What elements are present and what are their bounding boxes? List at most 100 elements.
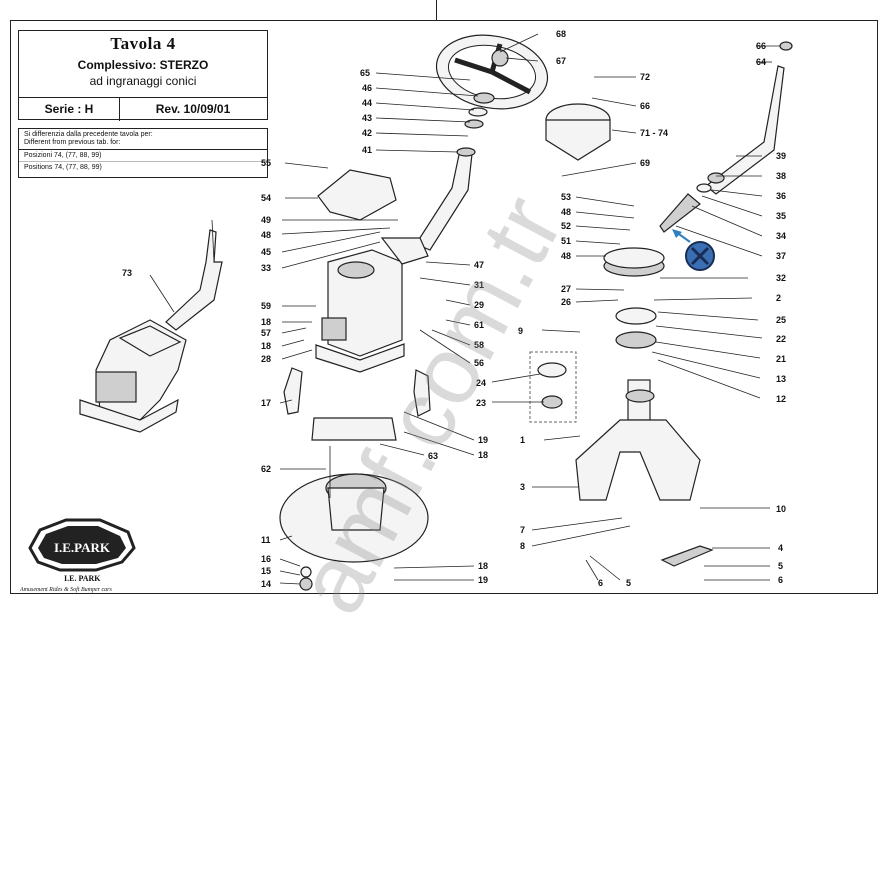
label-18: 18 xyxy=(478,450,488,460)
bumper-bottom xyxy=(311,417,397,441)
label-28: 28 xyxy=(261,354,271,364)
title-block: Tavola 4 Complessivo: STERZO ad ingranag… xyxy=(18,30,268,121)
label-63: 63 xyxy=(428,451,438,461)
part-number-labels: 55 54 49 48 45 33 59 18 57 18 28 17 62 1… xyxy=(122,29,786,589)
label-53: 53 xyxy=(561,192,571,202)
label-57: 57 xyxy=(261,328,271,338)
notes-line-it: Posizioni 74, (77, 88, 99) xyxy=(19,150,267,162)
label-47: 47 xyxy=(474,260,484,270)
steering-column-assembly-73 xyxy=(79,219,223,433)
label-56: 56 xyxy=(474,358,484,368)
label-73: 73 xyxy=(122,268,132,278)
label-59: 59 xyxy=(261,301,271,311)
steering-wheel xyxy=(435,34,549,110)
label-36: 36 xyxy=(776,191,786,201)
logo-badge-text: I.E.PARK xyxy=(54,540,111,555)
label-3: 3 xyxy=(520,482,525,492)
label-65: 65 xyxy=(360,68,370,78)
base-plate-11 xyxy=(279,446,429,563)
label-48: 48 xyxy=(261,230,271,240)
label-45: 45 xyxy=(261,247,271,257)
label-35: 35 xyxy=(776,211,786,221)
label-67: 67 xyxy=(556,56,566,66)
label-21: 21 xyxy=(776,354,786,364)
label-19: 19 xyxy=(478,435,488,445)
label-16: 16 xyxy=(261,554,271,564)
label-12: 12 xyxy=(776,394,786,404)
label-6: 6 xyxy=(598,578,603,588)
label-13: 13 xyxy=(776,374,786,384)
label-2: 2 xyxy=(776,293,781,303)
series-label: Serie : H xyxy=(19,98,120,121)
revision-label: Rev. 10/09/01 xyxy=(155,102,231,116)
label-26: 26 xyxy=(561,297,571,307)
label-33: 33 xyxy=(261,263,271,273)
label-58: 58 xyxy=(474,340,484,350)
leader-lines xyxy=(149,33,780,585)
label-48: 48 xyxy=(561,207,571,217)
label-10: 10 xyxy=(776,504,786,514)
label-19: 19 xyxy=(478,575,488,585)
logo-tagline: Amusement Rides & Soft Bumper cars xyxy=(19,586,112,593)
bevel-gear-stack xyxy=(545,103,665,421)
label-42: 42 xyxy=(362,128,372,138)
table-title: Tavola 4 xyxy=(110,34,176,53)
label-22: 22 xyxy=(776,334,786,344)
label-14: 14 xyxy=(261,579,271,589)
bumper-right xyxy=(413,369,431,417)
plate-4 xyxy=(660,545,714,567)
steering-tube xyxy=(415,92,495,251)
label-4: 4 xyxy=(778,543,783,553)
assembly-name: Complessivo: STERZO xyxy=(77,58,209,72)
bearing-24 xyxy=(537,362,567,378)
label-51: 51 xyxy=(561,236,571,246)
revision-notes: Si differenzia dalla precedente tavola p… xyxy=(18,128,268,178)
label-55: 55 xyxy=(261,158,271,168)
label-46: 46 xyxy=(362,83,372,93)
company-logo: I.E.PARK I.E. PARK Amusement Rides & Sof… xyxy=(19,518,136,593)
notes-line-en: Positions 74, (77, 88, 99) xyxy=(24,164,102,171)
notes-header: Si differenzia dalla precedente tavola p… xyxy=(19,129,267,150)
cover-plate-54 xyxy=(317,169,397,221)
gear-housing xyxy=(315,237,429,373)
label-72: 72 xyxy=(640,72,650,82)
label-52: 52 xyxy=(561,221,571,231)
label-37: 37 xyxy=(776,251,786,261)
fork-bracket-1 xyxy=(575,419,701,501)
label-68: 68 xyxy=(556,29,566,39)
label-18: 18 xyxy=(261,317,271,327)
label-38: 38 xyxy=(776,171,786,181)
assembly-description: ad ingranaggi conici xyxy=(89,74,197,88)
label-32: 32 xyxy=(776,273,786,283)
label-6: 6 xyxy=(778,575,783,585)
label-41: 41 xyxy=(362,145,372,155)
bearing-group-box xyxy=(529,351,577,423)
label-25: 25 xyxy=(776,315,786,325)
label-9: 9 xyxy=(518,326,523,336)
nut-23 xyxy=(541,395,563,409)
label-43: 43 xyxy=(362,113,372,123)
label-31: 31 xyxy=(474,280,484,290)
label-27: 27 xyxy=(561,284,571,294)
label-24: 24 xyxy=(476,378,486,388)
label-66: 66 xyxy=(756,41,766,51)
label-39: 39 xyxy=(776,151,786,161)
bumper-left-17 xyxy=(283,367,303,415)
label-54: 54 xyxy=(261,193,271,203)
upper-shaft-39 xyxy=(659,41,793,233)
label-15: 15 xyxy=(261,566,271,576)
arrow-head-icon xyxy=(672,229,682,238)
label-49: 49 xyxy=(261,215,271,225)
highlight-marker[interactable] xyxy=(672,229,715,271)
label-18: 18 xyxy=(261,341,271,351)
label-69: 69 xyxy=(640,158,650,168)
label-8: 8 xyxy=(520,541,525,551)
label-66: 66 xyxy=(640,101,650,111)
label-23: 23 xyxy=(476,398,486,408)
label-11: 11 xyxy=(261,535,271,545)
label-62: 62 xyxy=(261,464,271,474)
label-29: 29 xyxy=(474,300,484,310)
label-34: 34 xyxy=(776,231,786,241)
label-17: 17 xyxy=(261,398,271,408)
label-71-74: 71 - 74 xyxy=(640,128,668,138)
